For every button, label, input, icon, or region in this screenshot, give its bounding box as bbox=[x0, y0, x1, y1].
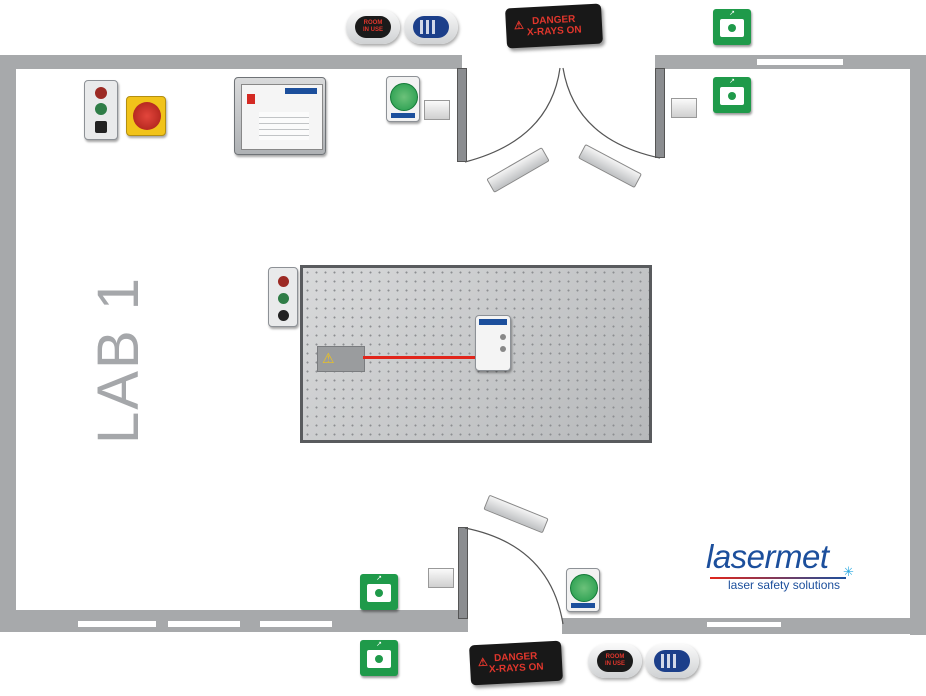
green-button-icon bbox=[95, 103, 107, 115]
door-swing-bottom bbox=[464, 527, 564, 625]
window-top-right bbox=[755, 57, 845, 67]
warning-icon: ⚠ bbox=[513, 19, 525, 33]
wall-right bbox=[910, 55, 926, 635]
red-indicator-icon bbox=[278, 276, 289, 287]
key-icon bbox=[95, 121, 107, 133]
keypad-bottom[interactable] bbox=[645, 644, 699, 678]
window-bottom-3 bbox=[258, 619, 334, 629]
door-top-left-frame bbox=[457, 68, 467, 162]
room-label: LAB 1 bbox=[86, 276, 151, 444]
room-in-use-line2: IN USE bbox=[604, 661, 625, 667]
table-interlock-panel[interactable] bbox=[268, 267, 298, 327]
door-bottom-frame bbox=[458, 527, 468, 619]
logo-name: lasermet bbox=[706, 538, 829, 575]
laser-warning-icon: ⚠ bbox=[322, 350, 335, 366]
danger-xray-sign-top: DANGER X-RAYS ON ⚠ bbox=[505, 3, 603, 49]
laser-controller-unit bbox=[234, 77, 326, 155]
lasermet-logo: lasermet laser safety solutions ✳ bbox=[706, 540, 856, 600]
warning-icon: ⚠ bbox=[477, 656, 489, 669]
green-emergency-release-bottom-1[interactable]: ↗ bbox=[360, 574, 398, 610]
star-icon: ✳ bbox=[843, 564, 854, 579]
emergency-stop-button[interactable] bbox=[126, 96, 166, 136]
laser-source: ⚠ bbox=[317, 346, 365, 372]
wall-left bbox=[0, 55, 16, 625]
door-sensor-top-left bbox=[424, 100, 450, 120]
emergency-stop-icon bbox=[133, 102, 161, 130]
room-in-use-indicator-top: ROOM IN USE bbox=[346, 10, 400, 44]
key-switch-top[interactable] bbox=[386, 76, 420, 122]
laser-beam bbox=[363, 356, 476, 359]
window-bottom-4 bbox=[705, 620, 783, 629]
window-bottom-2 bbox=[166, 619, 242, 629]
room-in-use-indicator-bottom: ROOM IN USE bbox=[588, 644, 642, 678]
window-bottom-1 bbox=[76, 619, 158, 629]
wall-top-left bbox=[0, 55, 462, 69]
door-swing-top bbox=[464, 67, 661, 163]
beam-shutter-unit bbox=[475, 315, 511, 371]
door-sensor-bottom bbox=[428, 568, 454, 588]
keypad-top[interactable] bbox=[404, 10, 458, 44]
key-switch-icon bbox=[570, 574, 598, 602]
key-switch-bottom[interactable] bbox=[566, 568, 600, 612]
green-emergency-release-top-2[interactable]: ↗ bbox=[713, 77, 751, 113]
interlock-button-panel[interactable] bbox=[84, 80, 118, 140]
logo-tagline: laser safety solutions bbox=[728, 578, 841, 592]
key-icon bbox=[278, 310, 289, 321]
green-emergency-release-top-1[interactable]: ↗ bbox=[713, 9, 751, 45]
danger-xray-sign-bottom: DANGER X-RAYS ON ⚠ bbox=[469, 640, 563, 686]
power-switch-icon bbox=[247, 94, 255, 104]
room-in-use-line1: ROOM bbox=[605, 654, 625, 660]
room-in-use-line2: IN USE bbox=[362, 27, 383, 33]
green-emergency-release-bottom-2[interactable]: ↗ bbox=[360, 640, 398, 676]
room-in-use-line1: ROOM bbox=[363, 20, 383, 26]
door-sensor-top-right bbox=[671, 98, 697, 118]
key-switch-icon bbox=[390, 83, 418, 111]
red-indicator-icon bbox=[95, 87, 107, 99]
green-button-icon bbox=[278, 293, 289, 304]
